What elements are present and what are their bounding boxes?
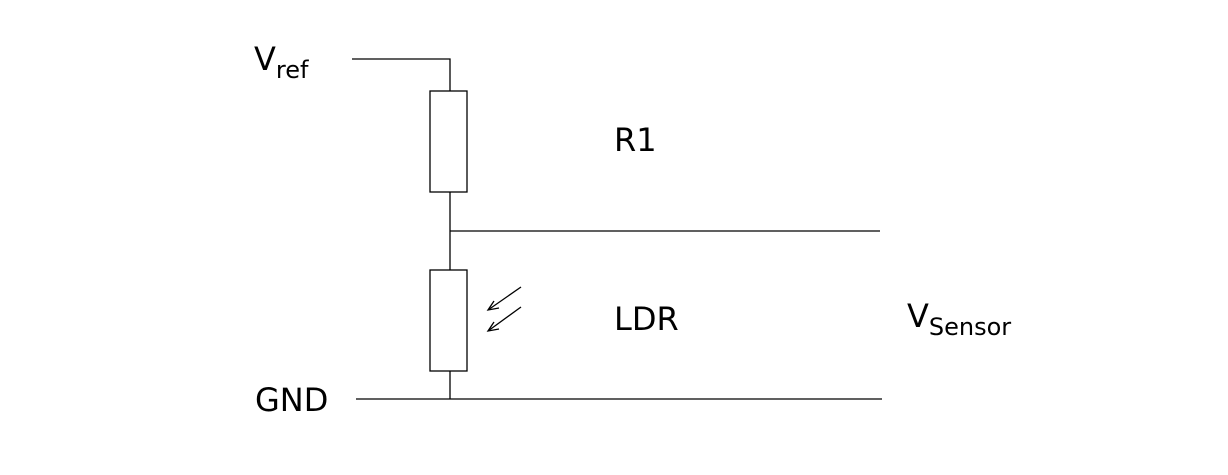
vsensor-label-main: V xyxy=(907,297,929,335)
gnd-label: GND xyxy=(255,381,329,419)
light-arrow-lower xyxy=(487,306,522,332)
vref-label: Vref xyxy=(254,40,308,82)
light-arrows-icon xyxy=(486,286,522,332)
light-arrow-upper xyxy=(487,286,522,311)
ldr-resistor xyxy=(429,269,468,372)
light-arrow-upper-head xyxy=(486,300,500,311)
vref-label-subscript: ref xyxy=(275,56,309,84)
r1-label: R1 xyxy=(614,121,657,159)
vsensor-label-subscript: Sensor xyxy=(928,313,1012,341)
vsensor-label: VSensor xyxy=(907,297,1011,339)
ldr-label: LDR xyxy=(614,300,679,338)
r1-resistor xyxy=(429,90,468,193)
light-arrow-lower-head xyxy=(486,321,500,332)
vref-label-main: V xyxy=(254,40,276,78)
vref-wire xyxy=(352,58,451,91)
